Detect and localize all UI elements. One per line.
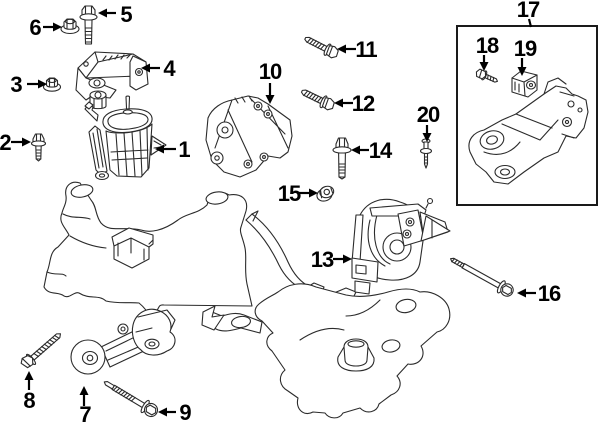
callout-14-label: 14 [369, 138, 393, 163]
callout-2-label: 2 [0, 130, 11, 155]
callout-2: 2 [0, 130, 31, 155]
part-13-transmission-mount [351, 197, 451, 295]
subframe-crossmember-drawing [43, 181, 451, 419]
callout-14: 14 [351, 138, 394, 163]
callout-15-label: 15 [278, 181, 301, 206]
callout-4: 4 [141, 56, 177, 81]
part-7-torque-strut-mount [70, 308, 176, 375]
part-6-flange-nut [60, 18, 80, 35]
part-14-flange-bolt [332, 137, 352, 180]
part-19-stopper-block [511, 70, 538, 98]
part-11-flange-bolt [304, 36, 339, 59]
part-10-mount-bracket [205, 95, 293, 178]
callout-18: 18 [476, 33, 500, 71]
callout-15: 15 [278, 181, 318, 206]
callout-9-label: 9 [179, 400, 191, 424]
callout-11: 11 [337, 37, 378, 62]
callout-8-label: 8 [23, 388, 35, 413]
callout-18-label: 18 [476, 33, 499, 58]
part-15-flange-nut [316, 185, 335, 202]
callout-16-label: 16 [538, 281, 561, 306]
callout-3: 3 [10, 72, 47, 97]
part-16-long-bolt [450, 257, 514, 297]
callout-13-label: 13 [311, 247, 334, 272]
callout-17-label: 17 [517, 0, 540, 22]
callout-10: 10 [259, 59, 283, 104]
callout-6-label: 6 [29, 15, 41, 40]
callout-12: 12 [334, 91, 376, 116]
callout-7: 7 [79, 386, 92, 424]
callout-1: 1 [155, 137, 191, 162]
callout-6: 6 [29, 15, 62, 40]
part-8-flange-bolt [20, 333, 62, 369]
callout-7-label: 7 [79, 402, 91, 424]
callout-20: 20 [417, 102, 441, 142]
callout-5-label: 5 [120, 2, 132, 27]
part-3-flange-nut [42, 77, 62, 92]
callout-1-label: 1 [178, 137, 190, 162]
part-4-upper-mount-bracket [75, 51, 149, 110]
callout-3-label: 3 [10, 72, 22, 97]
part-1-engine-mount [84, 95, 167, 181]
callout-17: 17 [517, 0, 541, 28]
callout-12-label: 12 [352, 91, 375, 116]
part-9-flange-bolt [103, 381, 159, 418]
callout-13: 13 [311, 247, 352, 272]
part-12-flange-bolt [300, 89, 335, 111]
part-17-mount-bracket [468, 77, 589, 185]
part-5-flange-bolt [79, 5, 98, 45]
callout-9: 9 [158, 400, 192, 424]
callout-19: 19 [514, 36, 538, 76]
callout-20-label: 20 [417, 102, 440, 127]
part-18-screw [475, 68, 498, 83]
part-2-flange-bolt [30, 133, 47, 162]
group-box-17 [456, 25, 598, 206]
callout-8: 8 [23, 371, 36, 413]
callout-5: 5 [98, 2, 133, 27]
part-20-stud [419, 138, 433, 169]
callout-16: 16 [517, 281, 562, 306]
callout-10-label: 10 [259, 59, 282, 84]
callout-4-label: 4 [163, 56, 176, 81]
callout-19-label: 19 [514, 36, 537, 61]
callout-11-label: 11 [355, 37, 377, 62]
